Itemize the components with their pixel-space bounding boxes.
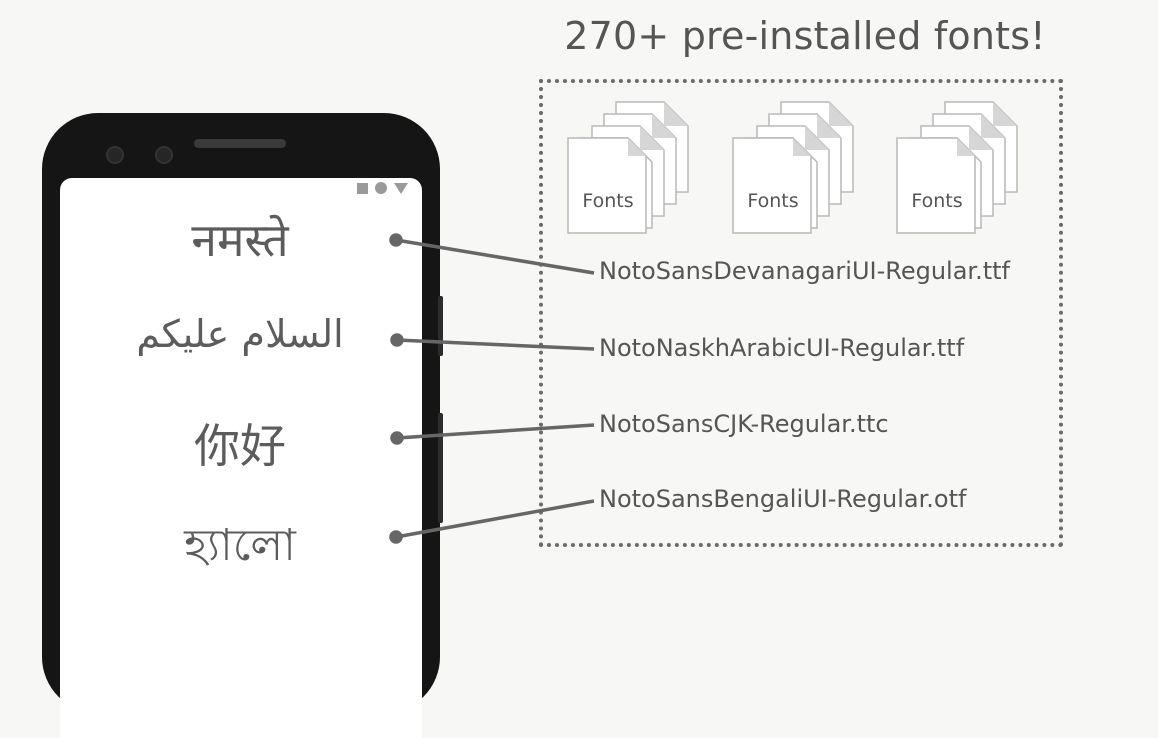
font-files-icon [567,101,689,234]
connector-dot [389,233,403,247]
status-bar [357,182,408,194]
notification-icon [357,182,368,194]
connector-bengali [395,499,595,539]
font-file-devanagari: NotoSansDevanagariUI-Regular.ttf [599,257,1010,285]
font-library-box [539,79,1063,547]
font-stack-label: Fonts [911,190,963,212]
phone-screen [60,178,422,738]
phone-volume-button [438,413,443,523]
font-file-arabic: NotoNaskhArabicUI-Regular.ttf [599,334,965,362]
wifi-icon [394,182,408,194]
greeting-chinese: 你好 [194,419,286,473]
font-file-stack-2: Fonts [732,100,863,235]
phone-speaker [194,139,286,148]
font-file-bengali: NotoSansBengaliUI-Regular.otf [599,485,967,513]
connector-dot [390,431,404,445]
diagram-title: 270+ pre-installed fonts! [564,14,1046,58]
connector-dot [390,333,404,347]
font-file-stack-3: Fonts [896,100,1027,235]
connector-arabic [396,338,595,351]
connector-devanagari [395,238,595,275]
font-file-cjk: NotoSansCJK-Regular.ttc [599,410,889,438]
signal-icon [375,182,387,194]
greeting-bengali: হ্যালো [184,520,296,571]
connector-cjk [396,423,595,440]
font-files-icon [732,101,854,234]
connector-lines [389,233,595,544]
font-stack-label: Fonts [582,190,634,212]
font-files-icon [896,101,1018,234]
phone-device [42,113,443,738]
greeting-devanagari: नमस्ते [191,213,289,267]
phone-power-button [438,296,443,356]
front-sensor-icon [155,146,173,164]
font-file-stack-1: Fonts [567,100,698,235]
font-stack-label: Fonts [747,190,799,212]
connector-dot [389,530,403,544]
front-camera-icon [106,146,124,164]
greeting-arabic: السلام عليكم [136,312,344,356]
